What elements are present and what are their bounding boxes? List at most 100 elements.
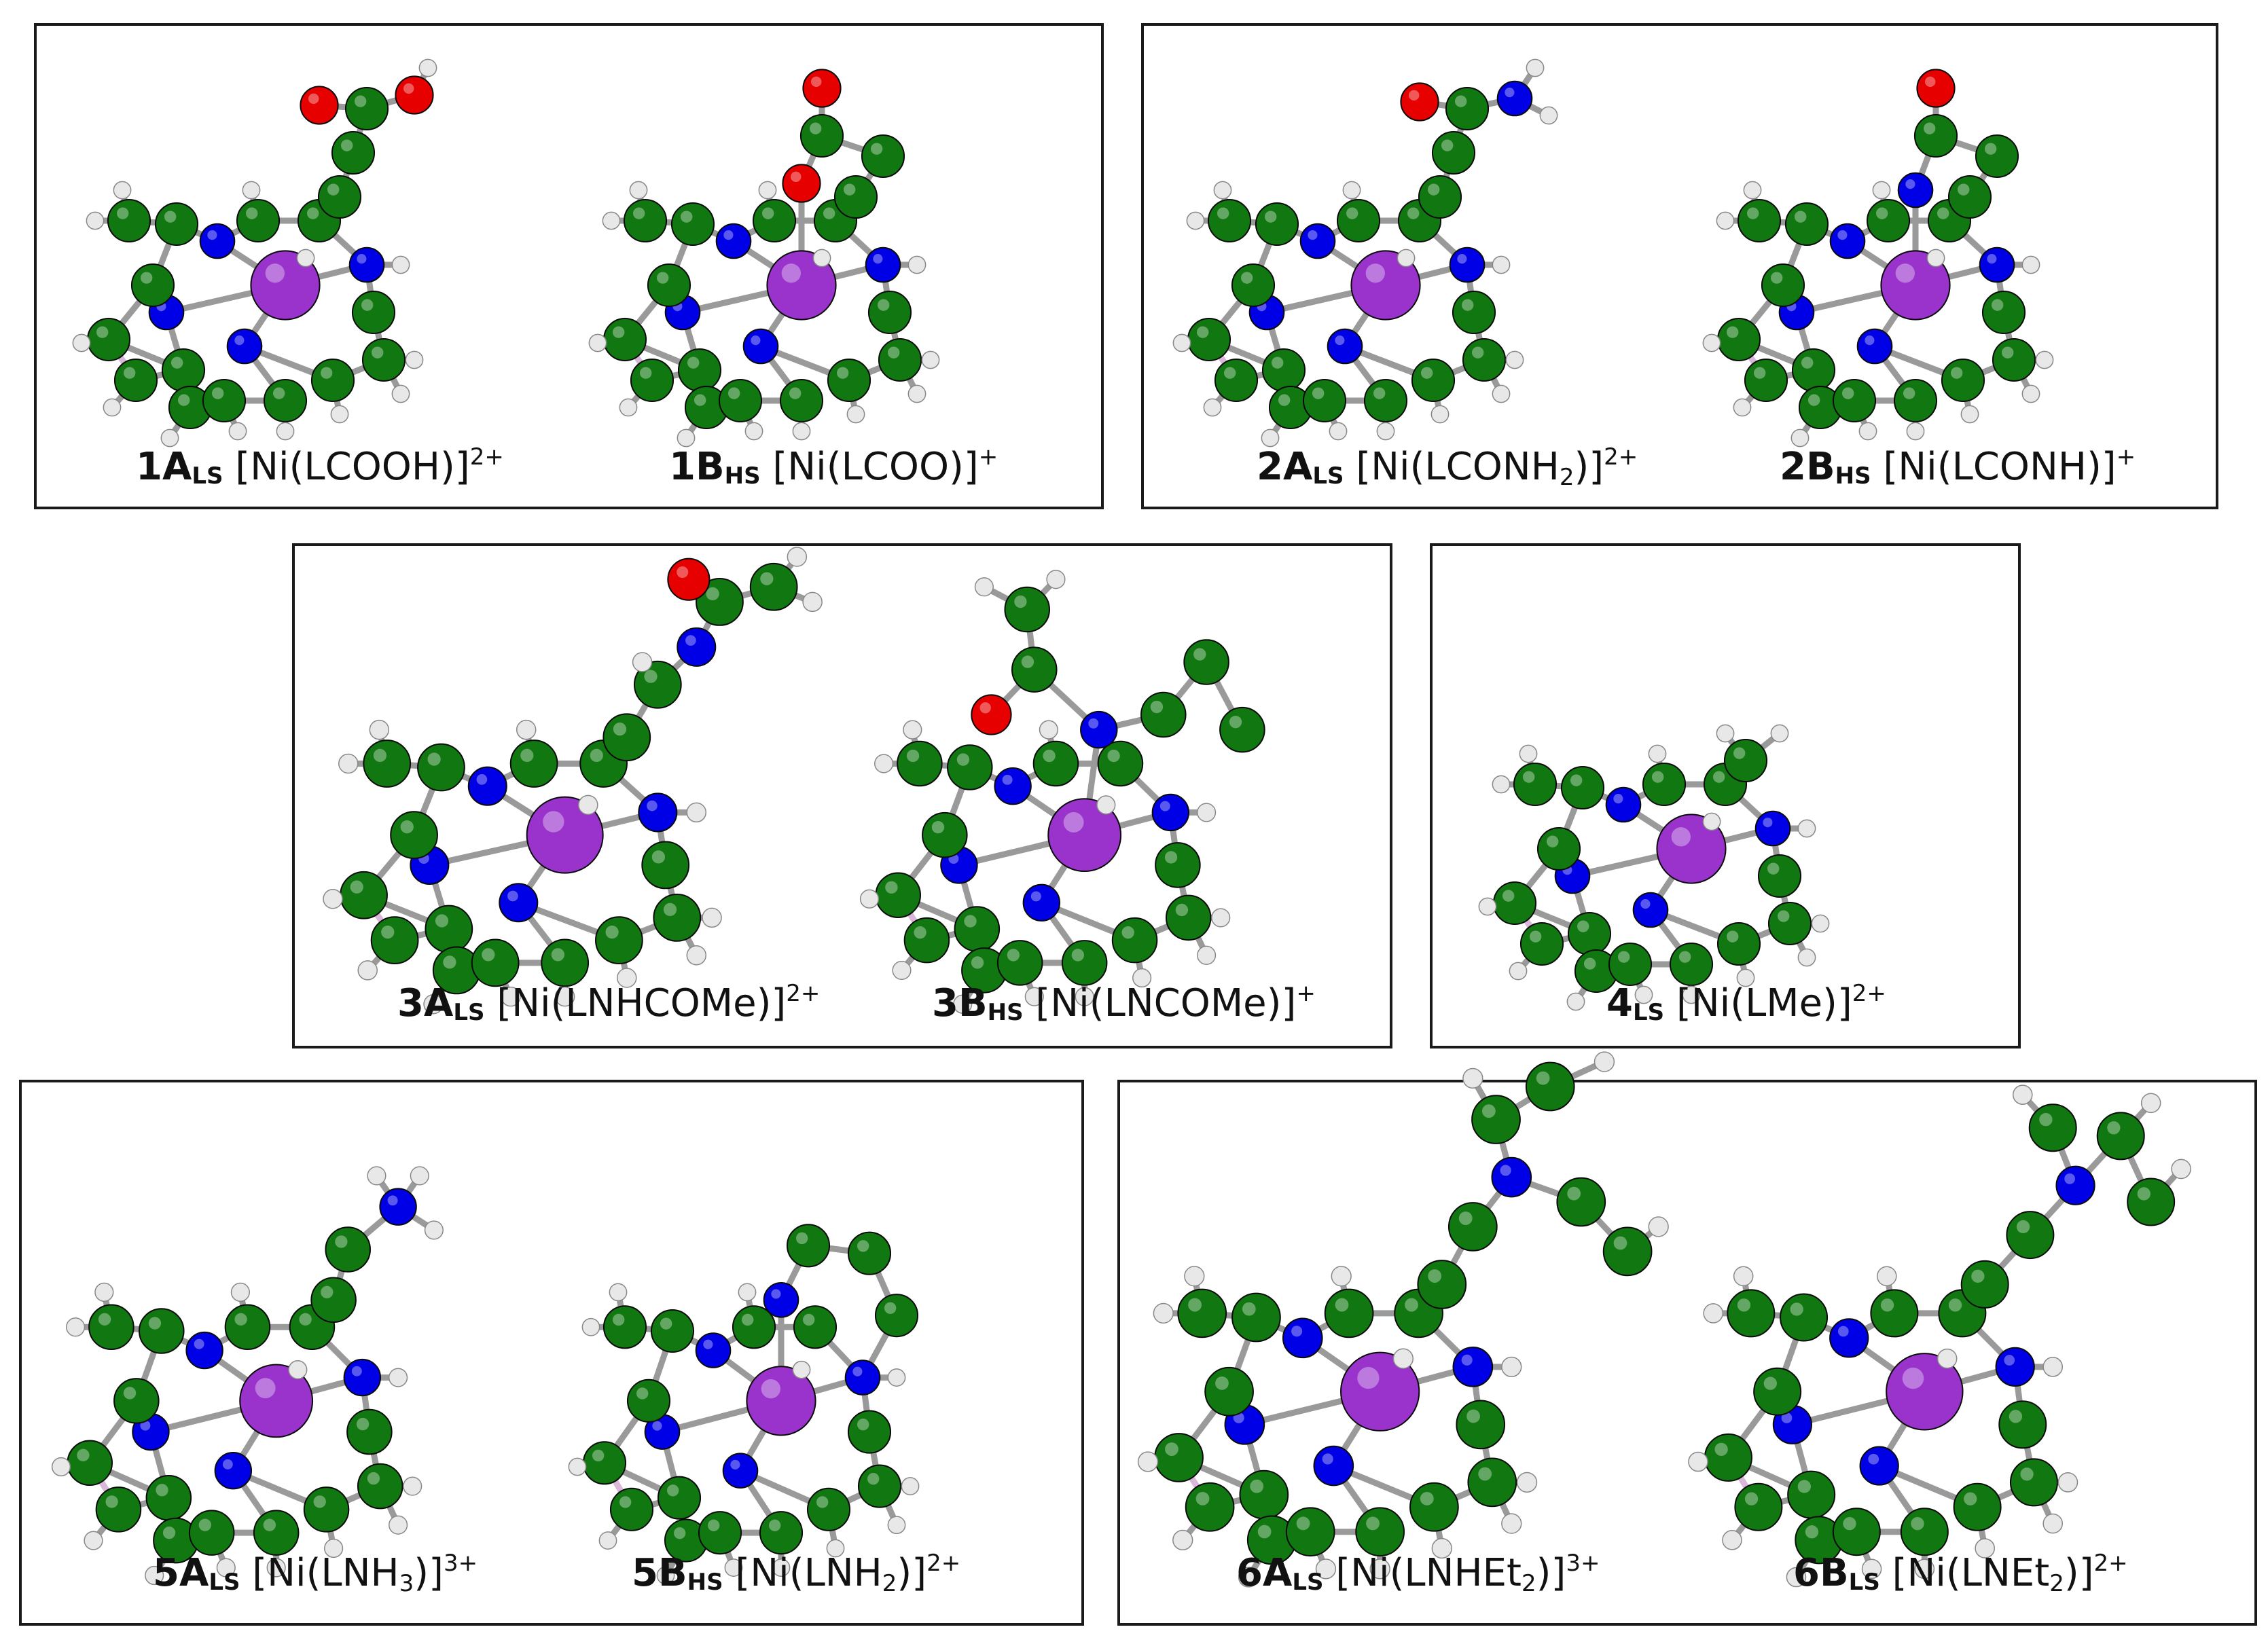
molecule-6A: [1137, 1051, 1669, 1588]
atom-h: [1539, 106, 1558, 125]
atom-highlight: [1458, 1211, 1473, 1225]
atom-c: [145, 1474, 192, 1521]
atom-h: [367, 1166, 386, 1186]
atom-c: [1155, 842, 1201, 888]
atom-highlight: [1911, 1516, 1924, 1531]
atom-h: [1342, 181, 1361, 200]
atom-highlight: [1781, 1412, 1793, 1423]
atom-highlight: [1971, 1269, 1985, 1283]
atom-highlight: [1865, 335, 1875, 346]
atom-n: [1313, 1445, 1354, 1486]
atom-highlight: [1984, 143, 1997, 155]
atom-h: [1960, 405, 1979, 424]
atom-highlight: [857, 1240, 869, 1252]
atom-highlight: [1640, 899, 1651, 909]
atom-highlight: [1902, 1367, 1924, 1389]
atom-highlight: [1007, 949, 1020, 962]
atom-highlight: [795, 1232, 808, 1245]
atom-h: [619, 398, 638, 417]
atom-h: [1906, 422, 1925, 441]
atom-highlight: [964, 915, 977, 928]
atom-c: [1004, 586, 1050, 633]
atom-highlight: [680, 211, 693, 223]
atom-highlight: [1278, 394, 1291, 406]
atom-c: [1456, 1400, 1506, 1450]
molecule-6B: [1688, 1084, 2191, 1588]
atom-c: [1960, 1260, 2009, 1309]
atom-highlight: [308, 93, 319, 105]
atom-highlight: [1843, 1516, 1856, 1531]
atom-highlight: [651, 850, 666, 864]
atom-highlight: [357, 254, 367, 264]
atom-o: [395, 75, 434, 115]
atom-ni: [766, 250, 837, 321]
atom-c: [582, 1441, 627, 1485]
atom-c: [786, 1224, 831, 1268]
atom-highlight: [1964, 1492, 1977, 1506]
atom-h: [2035, 350, 2054, 369]
atom-c: [1941, 358, 1985, 403]
atom-highlight: [140, 272, 153, 284]
atom-h: [792, 422, 811, 441]
atom-highlight: [605, 925, 619, 939]
atom-highlight: [761, 207, 774, 219]
atom-highlight: [612, 1313, 625, 1326]
atom-c: [653, 894, 702, 942]
atom-highlight: [852, 1366, 863, 1376]
molecule-2B: [1702, 69, 2054, 448]
atom-c: [861, 134, 905, 179]
atom-c: [696, 578, 744, 626]
atom-h: [160, 428, 179, 448]
atom-highlight: [207, 230, 217, 240]
atom-c: [1355, 1507, 1405, 1557]
atom-c: [1154, 1433, 1204, 1482]
atom-c: [310, 1277, 357, 1324]
atom-n: [844, 1360, 881, 1395]
atom-c: [647, 263, 691, 308]
atom-n: [1452, 1347, 1494, 1387]
atom-c: [1452, 290, 1496, 335]
atom-h: [1509, 962, 1528, 981]
atom-h: [617, 968, 637, 988]
atom-highlight: [435, 914, 449, 928]
atom-h: [1046, 570, 1066, 589]
atom-highlight: [885, 881, 898, 894]
atom-h: [1501, 1513, 1522, 1534]
atom-highlight: [644, 670, 658, 683]
atom-highlight: [1868, 1453, 1879, 1465]
atom-highlight: [652, 1421, 662, 1431]
atom-highlight: [823, 207, 835, 219]
atom-h: [1462, 1068, 1483, 1089]
atom-h: [846, 405, 865, 424]
atom-c: [847, 1231, 892, 1275]
atom-highlight: [320, 367, 333, 379]
atom-c: [471, 938, 520, 987]
atom-highlight: [371, 346, 384, 359]
atom-n: [1080, 710, 1118, 749]
atom-highlight: [781, 263, 801, 283]
atom-highlight: [255, 1378, 276, 1399]
atom-c: [317, 175, 362, 219]
atom-c: [1716, 317, 1761, 362]
atom-h: [1331, 1266, 1352, 1287]
atom-c: [86, 317, 131, 362]
atom-highlight: [2016, 1220, 2030, 1234]
atom-highlight: [1570, 774, 1583, 786]
atom-highlight: [123, 1387, 137, 1400]
atom-highlight: [1043, 749, 1056, 763]
atom-highlight: [1346, 207, 1358, 219]
atom-h: [1184, 1266, 1205, 1287]
atom-c: [370, 916, 419, 965]
atom-h: [677, 428, 696, 448]
atom-h: [51, 1457, 71, 1477]
atom-h: [1736, 968, 1755, 987]
atom-c: [1261, 348, 1306, 393]
atom-h: [288, 1360, 308, 1380]
atom-highlight: [543, 811, 564, 833]
atom-highlight: [1150, 700, 1164, 714]
atom-c: [202, 378, 247, 423]
atom-c: [897, 740, 943, 787]
atom-c: [626, 1379, 671, 1423]
atom-highlight: [1030, 891, 1041, 902]
molecule-3A: [323, 547, 823, 1015]
